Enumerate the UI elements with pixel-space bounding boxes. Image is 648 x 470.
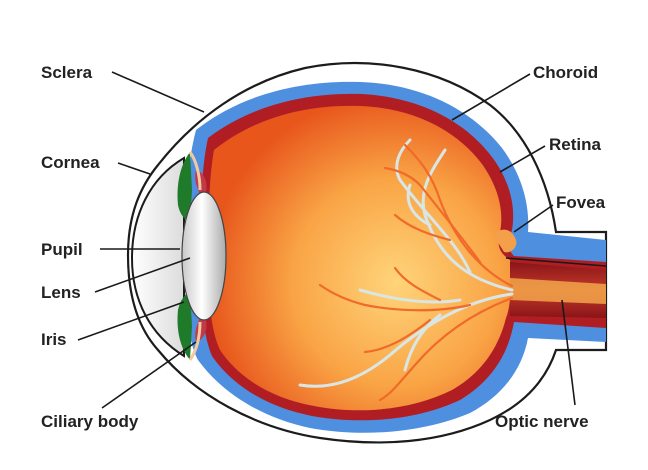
label-optic-nerve: Optic nerve bbox=[495, 412, 589, 431]
fovea-mark bbox=[494, 229, 517, 253]
label-choroid: Choroid bbox=[533, 63, 598, 82]
leader-iris bbox=[77, 301, 185, 341]
retinal-vessels-pale bbox=[298, 138, 514, 388]
label-fovea: Fovea bbox=[556, 193, 606, 212]
vitreous-body bbox=[208, 105, 511, 411]
leader-choroid bbox=[451, 73, 531, 121]
leader-lens bbox=[94, 257, 191, 293]
optic-nerve-shape bbox=[505, 257, 607, 318]
label-pupil: Pupil bbox=[41, 240, 83, 259]
label-lens: Lens bbox=[41, 283, 81, 302]
label-sclera: Sclera bbox=[41, 63, 93, 82]
leader-optic-nerve bbox=[561, 299, 576, 406]
leader-ciliary-body bbox=[101, 341, 197, 409]
retinal-vessels-orange bbox=[318, 143, 514, 402]
leader-fovea bbox=[513, 204, 554, 233]
iris-shape bbox=[177, 151, 202, 361]
leader-cornea bbox=[117, 162, 151, 175]
lens-shape bbox=[181, 191, 227, 321]
labels: Sclera Cornea Pupil Lens Iris Ciliary bo… bbox=[41, 63, 606, 431]
label-cornea: Cornea bbox=[41, 153, 100, 172]
cornea-shape bbox=[130, 156, 185, 358]
label-iris: Iris bbox=[41, 330, 67, 349]
leader-lines bbox=[77, 71, 576, 409]
leader-sclera bbox=[111, 71, 205, 113]
label-ciliary-body: Ciliary body bbox=[41, 412, 139, 431]
leader-retina bbox=[499, 145, 546, 173]
label-retina: Retina bbox=[549, 135, 602, 154]
